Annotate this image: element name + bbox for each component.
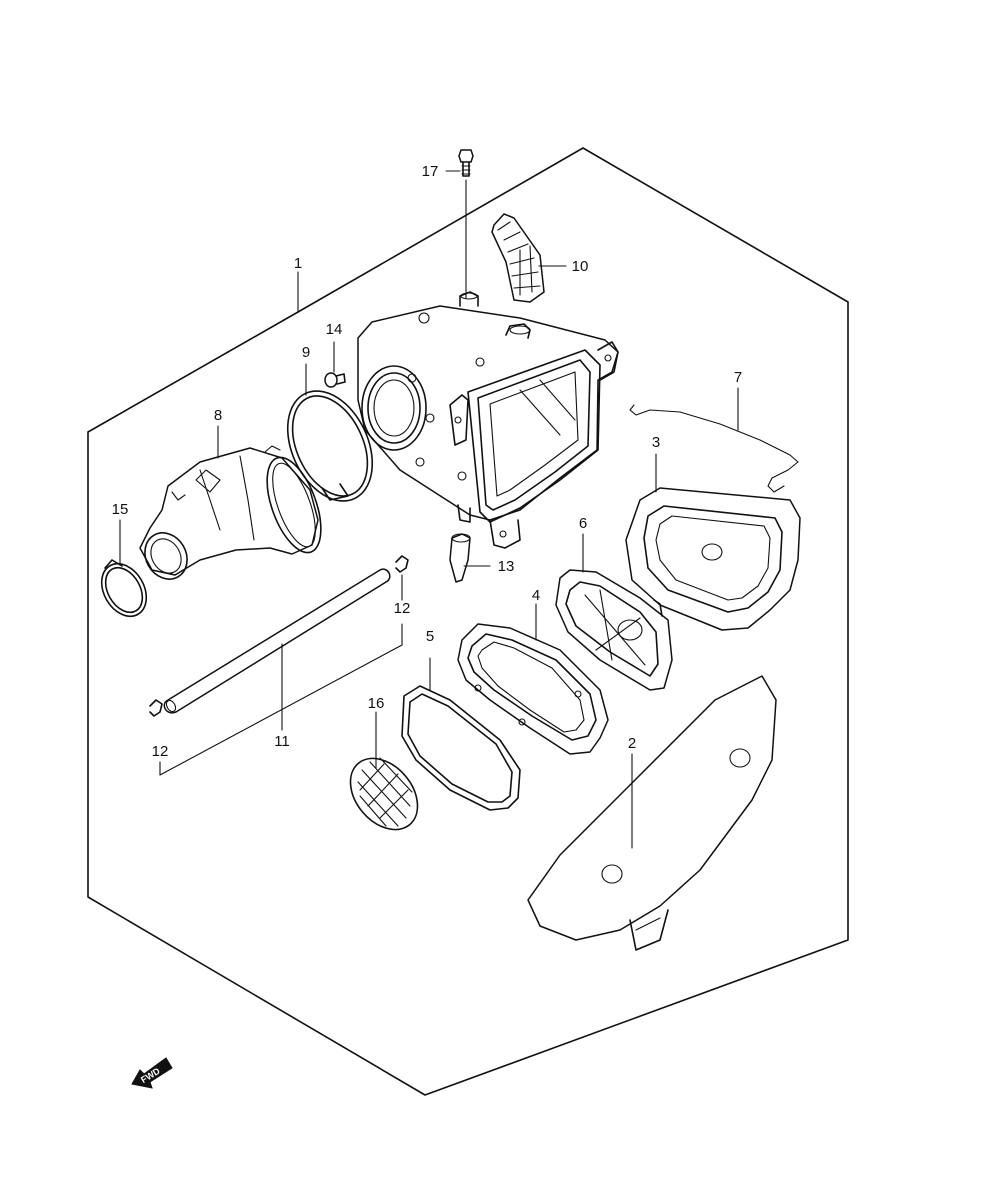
part-10-breather-hose[interactable] — [491, 213, 545, 303]
label-9: 9 — [302, 344, 310, 361]
assembly-boundary — [87, 147, 849, 1096]
part-15-hose-clamp[interactable] — [93, 556, 156, 624]
part-2-side-cover[interactable] — [527, 675, 777, 951]
part-6-filter-cage[interactable] — [555, 569, 673, 691]
label-16: 16 — [368, 695, 385, 712]
part-13-drain-plug[interactable] — [449, 533, 471, 583]
label-4: 4 — [532, 587, 540, 604]
part-7-wire[interactable] — [629, 404, 799, 493]
label-11: 11 — [274, 733, 290, 750]
part-12-clip-upper[interactable] — [395, 555, 409, 573]
part-labels: 1 17 10 14 9 8 15 7 3 6 4 5 16 2 13 11 1… — [112, 163, 743, 760]
label-13: 13 — [498, 558, 515, 575]
label-2: 2 — [628, 735, 636, 752]
label-17: 17 — [422, 163, 439, 180]
label-12-lower: 12 — [152, 743, 169, 760]
part-16-screen[interactable] — [337, 745, 431, 842]
part-17-bolt[interactable] — [458, 149, 474, 299]
label-7: 7 — [734, 369, 742, 386]
label-1: 1 — [294, 255, 302, 272]
label-3: 3 — [652, 434, 660, 451]
part-5-gasket[interactable] — [401, 685, 521, 811]
label-10: 10 — [572, 258, 589, 275]
part-11-drain-tube[interactable] — [163, 568, 391, 714]
label-15: 15 — [112, 501, 129, 518]
label-5: 5 — [426, 628, 434, 645]
label-14: 14 — [326, 321, 343, 338]
label-6: 6 — [579, 515, 587, 532]
leader-lines — [119, 170, 739, 849]
part-4-seal-frame[interactable] — [457, 623, 609, 755]
forward-direction-arrow-icon: FWD — [131, 1057, 173, 1089]
part-8-intake-boot[interactable] — [137, 445, 332, 587]
label-8: 8 — [214, 407, 222, 424]
part-12-clip-lower[interactable] — [149, 699, 163, 717]
label-12-upper: 12 — [394, 600, 411, 617]
part-14-screw[interactable] — [324, 372, 346, 388]
part-3-air-filter-element[interactable] — [625, 487, 801, 631]
part-1-air-cleaner-box[interactable] — [357, 291, 619, 549]
